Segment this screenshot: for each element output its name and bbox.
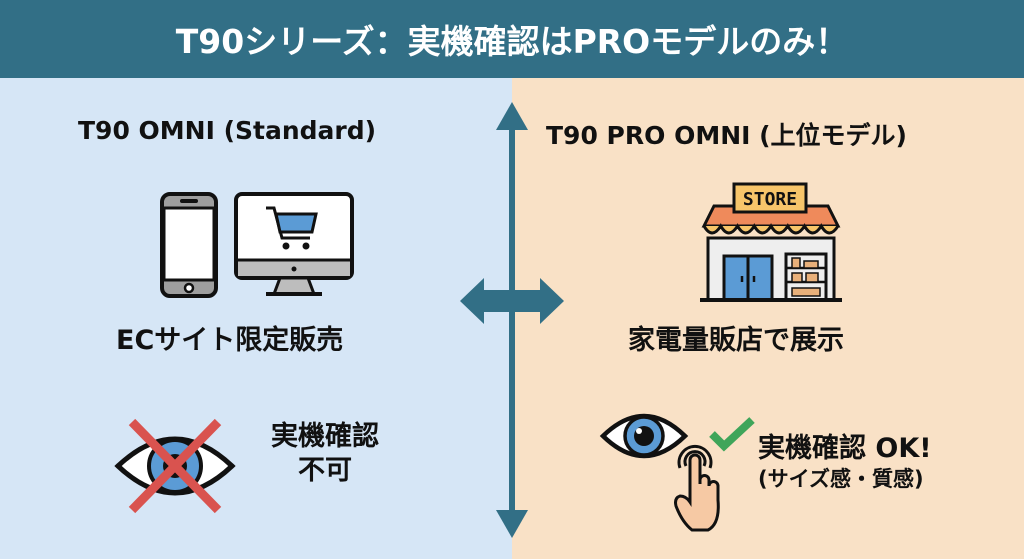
standard-sales-channel: ECサイト限定販売 — [116, 325, 344, 356]
pro-sales-channel: 家電量販店で展示 — [628, 325, 844, 356]
pro-model-title: T90 PRO OMNI (上位モデル) — [546, 121, 907, 150]
eye-icon — [599, 413, 689, 459]
page-title: T90シリーズ：実機確認はPROモデルのみ！ — [175, 22, 849, 61]
pro-inspection-status: 実機確認 OK! (サイズ感・質感) — [758, 432, 932, 492]
store-sign-text: STORE — [743, 189, 797, 210]
status-line-1: 実機確認 OK! — [758, 433, 932, 464]
status-line-2: 不可 — [298, 454, 352, 486]
touch-hand-icon — [674, 445, 720, 532]
standard-inspection-status: 実機確認 不可 — [250, 420, 400, 488]
standard-model-title: T90 OMNI (Standard) — [78, 116, 377, 145]
standard-model-panel: T90 OMNI (Standard) ECサイト限定販売 実機確認 不可 — [0, 78, 512, 559]
checkmark-icon — [709, 417, 755, 452]
status-line-1: 実機確認 — [271, 421, 379, 452]
header-banner: T90シリーズ：実機確認はPROモデルのみ！ — [0, 0, 1024, 78]
monitor-shopping-cart-icon — [234, 192, 354, 296]
status-line-2: (サイズ感・質感) — [758, 466, 924, 491]
four-way-arrow-icon — [460, 102, 564, 538]
pro-model-panel: T90 PRO OMNI (上位モデル) STORE 家電量販店で展示 — [512, 78, 1024, 559]
store-icon: STORE — [700, 182, 842, 302]
smartphone-icon — [160, 192, 218, 298]
eye-crossed-icon — [114, 418, 236, 514]
